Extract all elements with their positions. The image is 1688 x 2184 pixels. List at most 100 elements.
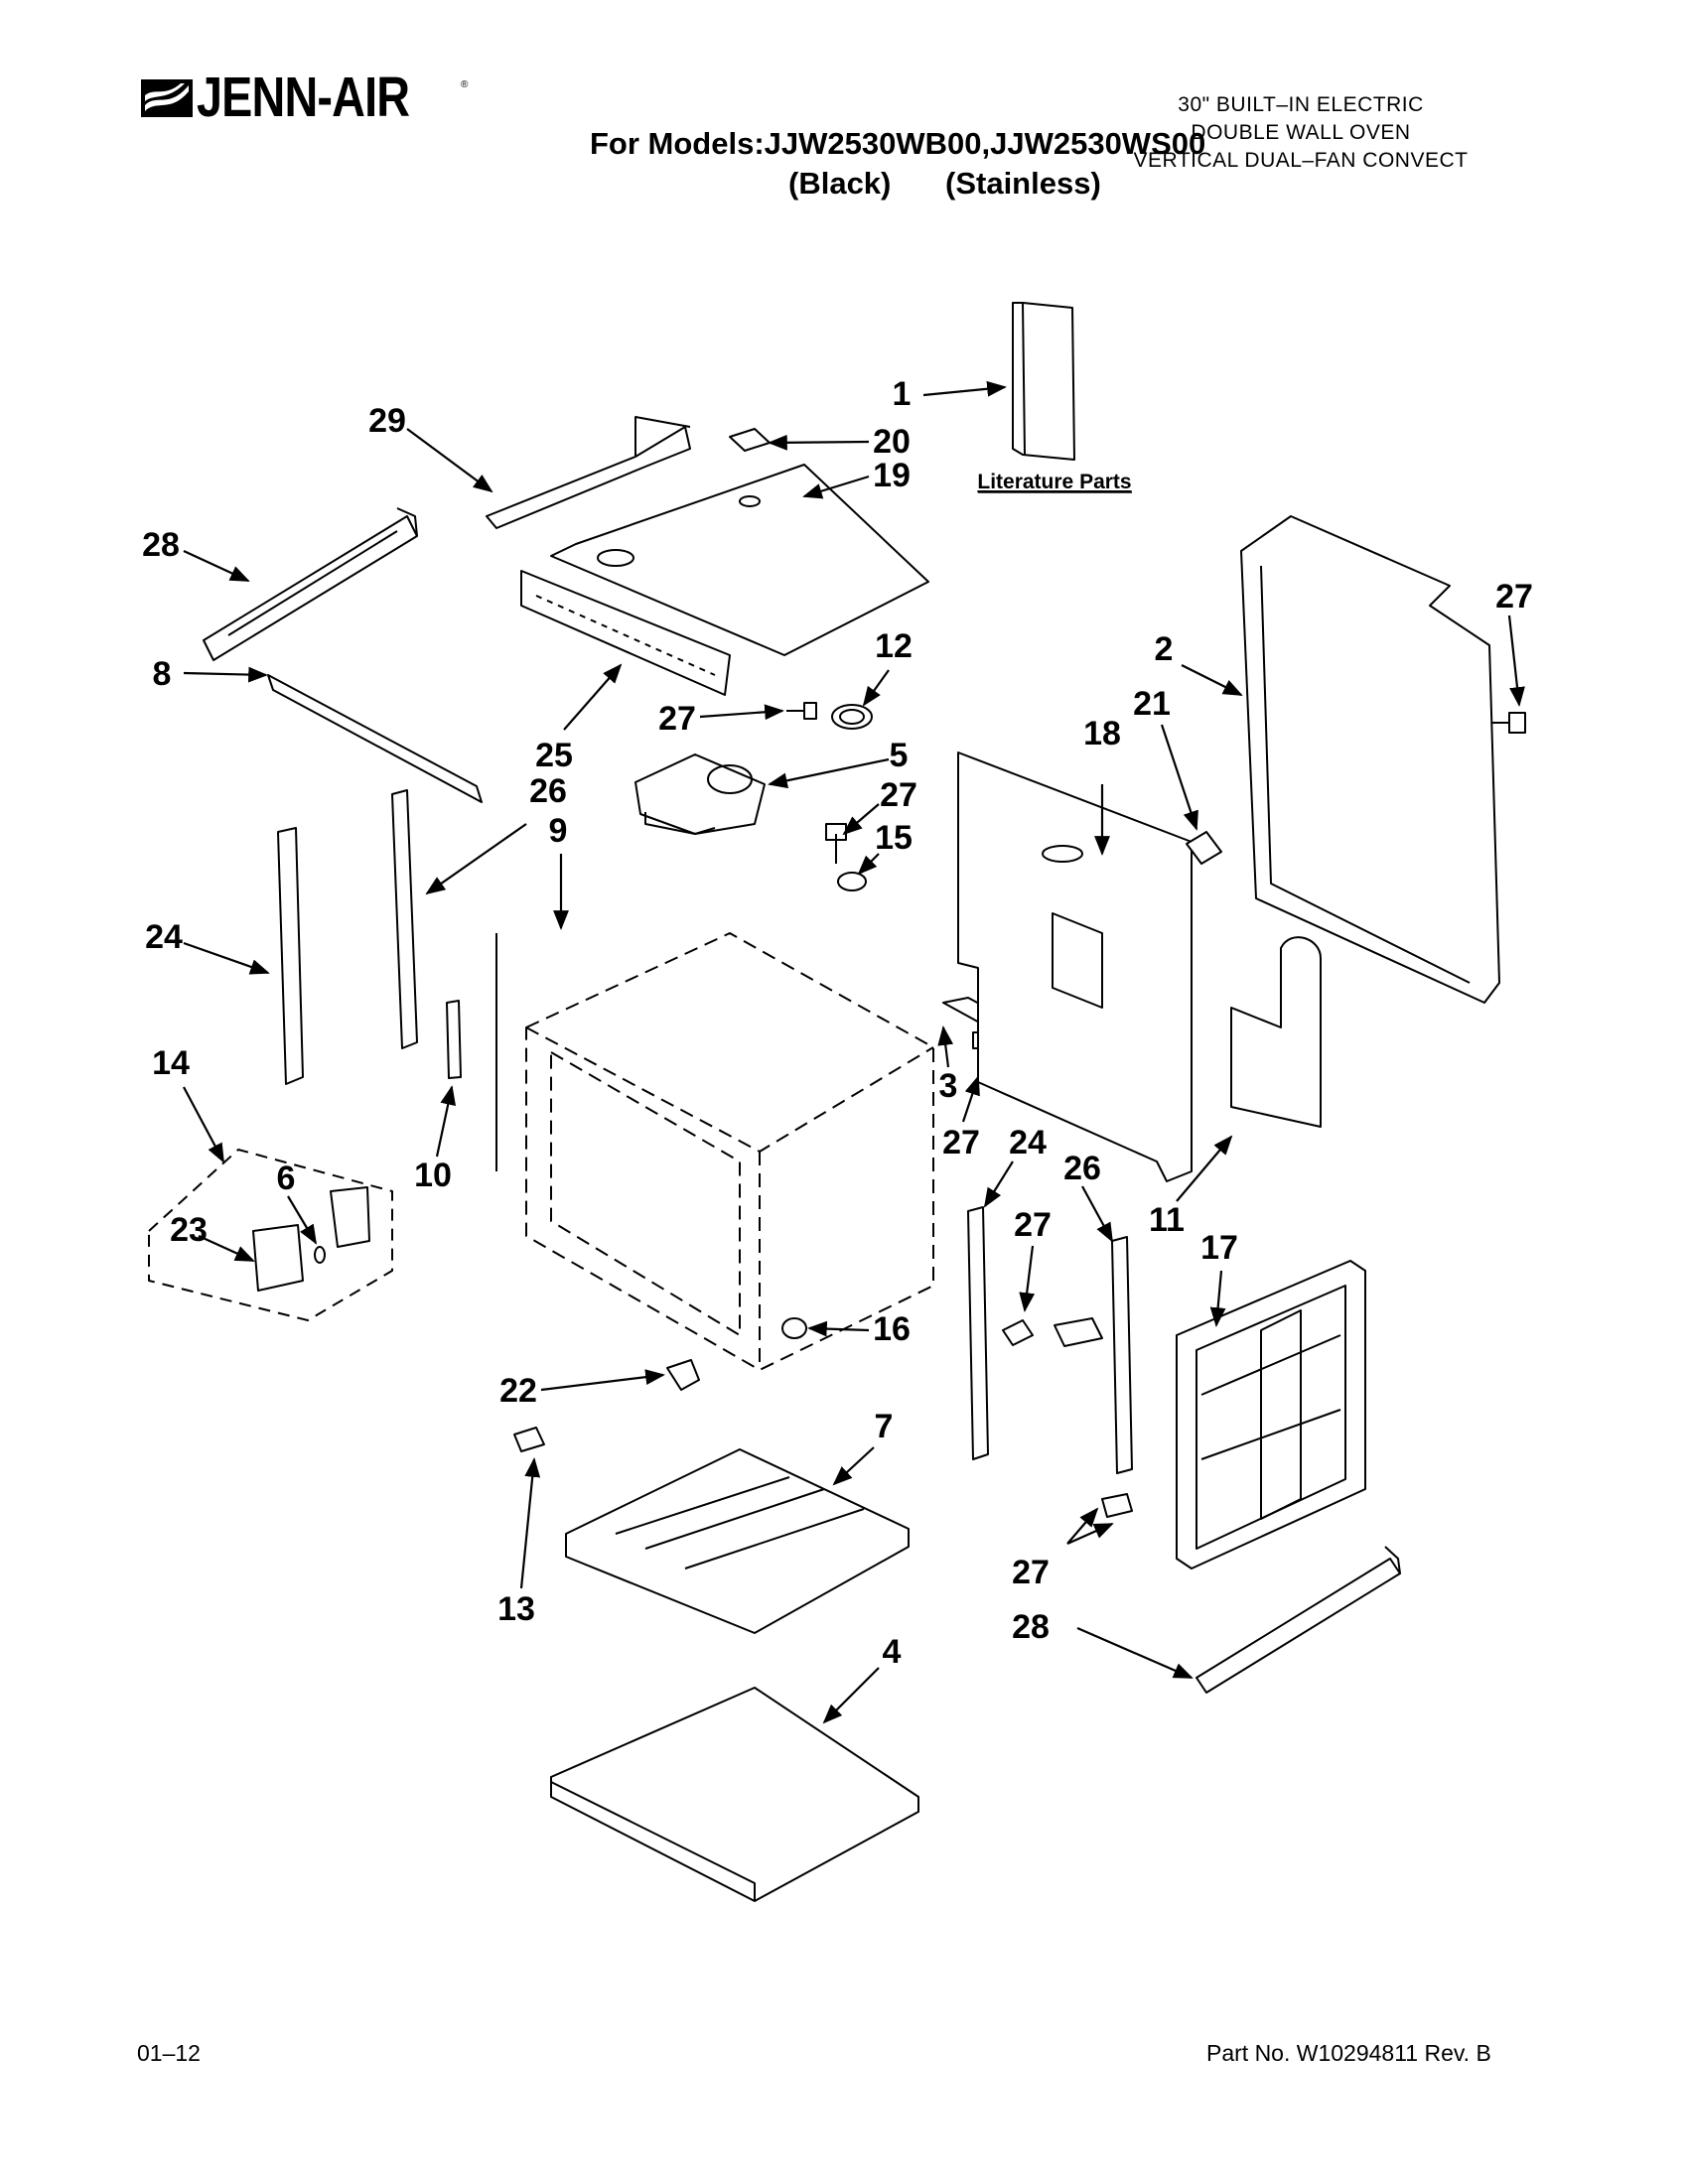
part-switch (513, 1427, 545, 1452)
callout-16: 16 (873, 1310, 911, 1348)
callout-28a: 28 (142, 526, 180, 564)
part-rear-panel (957, 751, 1193, 1182)
leader-15 (857, 853, 880, 876)
part-outer-wrapper (1240, 515, 1500, 1004)
leader-3 (937, 1025, 954, 1068)
product-line-1: 30" BUILT–IN ELECTRIC (1178, 93, 1424, 116)
leader-14 (183, 1086, 224, 1163)
part-screw-a (786, 702, 817, 720)
leader-25 (563, 663, 623, 731)
leader-4 (822, 1667, 880, 1724)
part-rail-left (277, 827, 304, 1085)
leader-16 (807, 1320, 870, 1337)
leader-11 (1176, 1135, 1233, 1202)
part-bracket-20 (729, 428, 771, 452)
leader-1 (922, 380, 1007, 397)
part-bottom-shelf (565, 1448, 910, 1634)
part-side-channel-right (1111, 1236, 1133, 1474)
leader-8 (183, 666, 268, 683)
callout-7: 7 (875, 1408, 894, 1445)
leader-28b (1076, 1626, 1194, 1680)
leader-26a (425, 823, 527, 895)
callout-17: 17 (1200, 1229, 1238, 1267)
leader-5 (768, 757, 890, 789)
leader-12 (862, 669, 890, 707)
callout-1: 1 (893, 375, 912, 413)
leader-10 (435, 1085, 457, 1158)
part-side-rail-right (1196, 1546, 1401, 1694)
callout-24b: 24 (1009, 1124, 1047, 1161)
finish-stainless: (Stainless) (945, 166, 1101, 201)
callout-26a: 26 (529, 772, 567, 810)
part-top-rail (486, 416, 691, 529)
callout-27c: 27 (942, 1124, 980, 1161)
part-small-strip (446, 1000, 462, 1079)
callout-6: 6 (277, 1160, 296, 1197)
leader-19 (802, 475, 870, 499)
part-screw-b (825, 823, 847, 864)
leader-27d (1507, 614, 1525, 707)
callout-13: 13 (497, 1590, 535, 1628)
part-door-frame (1176, 1260, 1366, 1570)
leader-6 (287, 1195, 318, 1245)
part-plug (666, 1359, 700, 1391)
leader-20 (768, 434, 870, 451)
leader-24a (183, 941, 270, 975)
leader-2 (1181, 664, 1243, 696)
part-knob (781, 1317, 807, 1339)
part-base-pan (550, 1687, 919, 1902)
callout-24a: 24 (145, 918, 183, 956)
callout-23: 23 (170, 1211, 208, 1249)
leader-29 (406, 428, 493, 493)
callout-10: 10 (414, 1157, 452, 1194)
brand-name: JENN-AIR (197, 66, 410, 129)
literature-parts-label: Literature Parts (977, 471, 1131, 493)
part-top-panel (550, 464, 929, 656)
callout-11: 11 (1149, 1201, 1185, 1239)
leader-27c (961, 1075, 980, 1123)
part-side-rail-left (203, 507, 418, 661)
callout-14: 14 (152, 1044, 190, 1082)
callout-22: 22 (499, 1372, 537, 1410)
callout-12: 12 (875, 627, 913, 665)
leader-23 (198, 1234, 255, 1263)
callout-29: 29 (368, 402, 406, 440)
part-fan-motor (634, 753, 766, 835)
part-rail-right (967, 1206, 989, 1460)
callout-15: 15 (875, 819, 913, 857)
callout-27d: 27 (1495, 578, 1533, 615)
part-sensor (837, 872, 867, 891)
callout-27f: 27 (1012, 1554, 1050, 1591)
part-screw-e (1002, 1319, 1034, 1346)
callout-8: 8 (153, 655, 172, 693)
registered-mark: ® (461, 79, 469, 90)
footer-date: 01–12 (137, 2040, 201, 2066)
callout-28b: 28 (1012, 1608, 1050, 1646)
part-screw-d (1491, 712, 1526, 734)
leader-24b (983, 1160, 1014, 1208)
part-fan-cover (831, 704, 873, 730)
jenn-air-swoosh-icon (141, 79, 193, 117)
callout-25: 25 (535, 737, 573, 774)
leader-27a (699, 704, 784, 721)
part-screw-f (1054, 1317, 1103, 1347)
callout-21: 21 (1133, 685, 1171, 723)
part-oven-cavity (525, 932, 934, 1371)
part-control-bracket (520, 570, 731, 696)
part-screw-g (1101, 1493, 1133, 1518)
models-line: For Models:JJW2530WB00,JJW2530WS00 (590, 126, 1206, 161)
part-thermal-switch (1186, 831, 1222, 865)
jenn-air-logo: JENN-AIR ® (141, 69, 498, 139)
leader-27e (1019, 1245, 1036, 1312)
leader-7 (832, 1446, 875, 1486)
callout-20: 20 (873, 423, 911, 461)
models-block: For Models:JJW2530WB00,JJW2530WS00 (Blac… (590, 125, 1206, 201)
callout-27e: 27 (1014, 1206, 1052, 1244)
leader-26b (1081, 1185, 1113, 1243)
callout-3: 3 (939, 1067, 958, 1105)
finish-black: (Black) (788, 166, 892, 201)
callout-27a: 27 (658, 700, 696, 738)
callout-9: 9 (549, 812, 568, 850)
leader-27f-2 (1066, 1522, 1114, 1546)
leader-27f-1 (1066, 1507, 1099, 1545)
